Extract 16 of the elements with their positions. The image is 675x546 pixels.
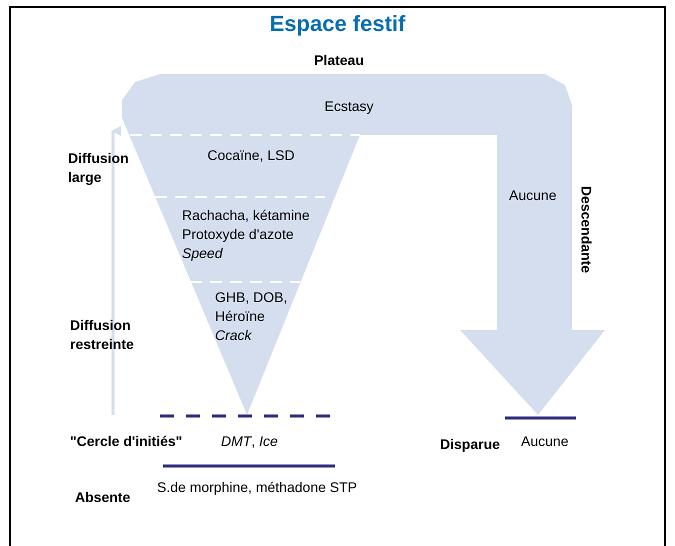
drug-label: DMT, Ice (221, 432, 279, 451)
drug-list: S.de morphine, méthadone STP (157, 478, 357, 497)
axis-label: Descendante (578, 184, 596, 276)
drug-label: Aucune (521, 432, 570, 451)
drug-list: GHB, DOB, Héroïne Crack (215, 288, 305, 345)
heading: Plateau (313, 51, 365, 70)
category-label: "Cercle d'initiés" (70, 432, 184, 451)
title: Espace festif (268, 10, 406, 38)
category-label: Absente (75, 488, 132, 507)
drug-label: Cocaïne, LSD (206, 146, 296, 165)
category-label: Diffusion restreinte (70, 316, 135, 354)
drug-list: Rachacha, kétamine Protoxyde d'azote Speed (182, 206, 332, 263)
category-label: Disparue (440, 435, 501, 454)
category-label: Diffusion large (68, 149, 130, 187)
drug-label: Aucune (509, 186, 558, 205)
drug-label: Ecstasy (323, 97, 374, 116)
